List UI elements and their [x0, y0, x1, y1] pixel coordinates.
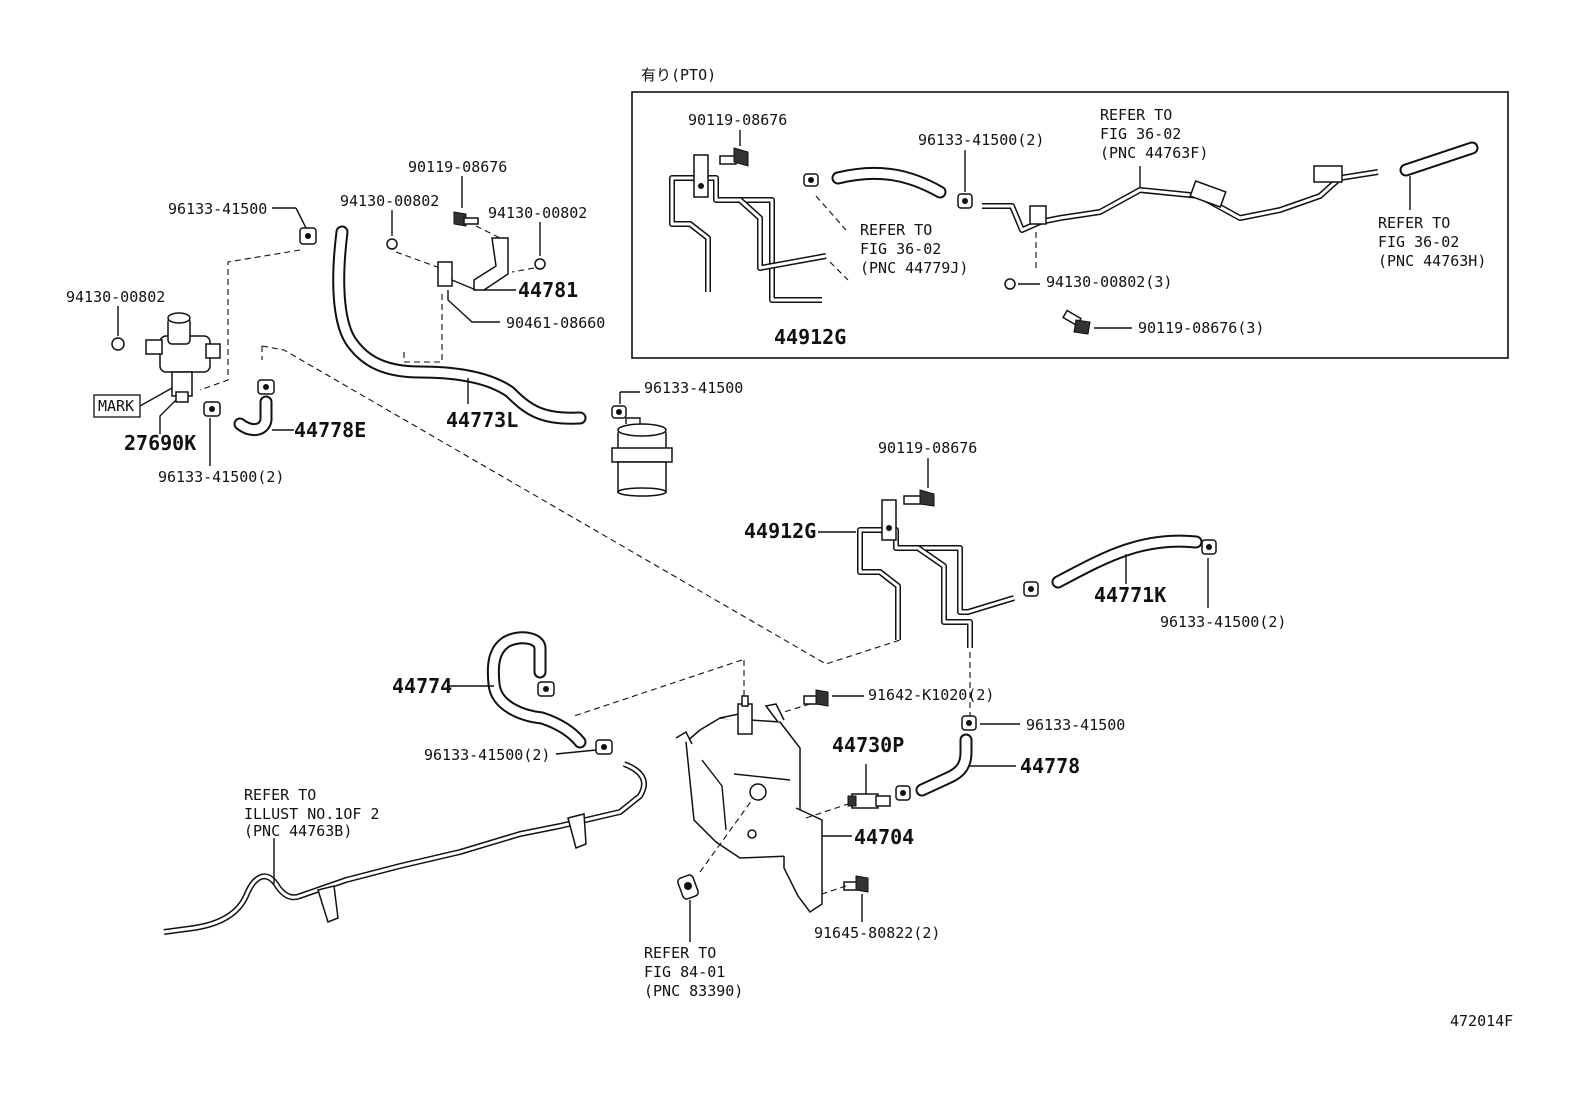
clamp-icon: [961, 715, 977, 731]
pto-box-frame: [631, 91, 1509, 359]
bracket-44781: [437, 237, 509, 291]
pto-refer-j-1: REFER TO: [860, 221, 932, 239]
clamp-icon: [895, 785, 911, 801]
pto-label-96133-41500-2: 96133-41500(2): [918, 131, 1044, 149]
label-44778e: 44778E: [294, 418, 366, 442]
label-m-96133-41500-2b: 96133-41500(2): [424, 746, 550, 764]
label-m-44730p: 44730P: [832, 733, 904, 757]
diagram-id: 472014F: [1450, 1012, 1513, 1030]
refer-84-01-3: (PNC 83390): [644, 982, 743, 1000]
pipe-44763b: [163, 761, 647, 935]
label-44781: 44781: [518, 278, 578, 302]
pto-bolt-2-icon: [1062, 309, 1091, 335]
bolt-icon: [843, 875, 869, 893]
pto-label-44912g: 44912G: [774, 325, 846, 349]
upper-left-group: 96133-41500 94130-00802 MARK 27690K: [66, 158, 901, 665]
label-m-44774: 44774: [392, 674, 452, 698]
label-90461-08660: 90461-08660: [506, 314, 605, 332]
label-96133-41500-b: 96133-41500: [644, 379, 743, 397]
sensor-83390: [677, 874, 699, 900]
refer-illust-2: ILLUST NO.1OF 2: [244, 805, 379, 823]
label-96133-41500-a: 96133-41500: [168, 200, 267, 218]
middle-right-group: 90119-08676 44912G 44771K 96133-41500(2): [163, 439, 1286, 1000]
label-m-91645-80822-2: 91645-80822(2): [814, 924, 940, 942]
fuel-filter: [611, 405, 673, 497]
pto-refer-f-2: FIG 36-02: [1100, 125, 1181, 143]
label-mark: MARK: [98, 397, 134, 415]
pto-refer-j-3: (PNC 44779J): [860, 259, 968, 277]
pto-pipe-44912g: [669, 154, 827, 303]
pto-label-90119-08676: 90119-08676: [688, 111, 787, 129]
label-m-44778: 44778: [1020, 754, 1080, 778]
clamp-icon: [595, 739, 613, 755]
pto-label-94130-00802-3: 94130-00802(3): [1046, 273, 1172, 291]
pipe-bracket: [881, 499, 897, 541]
pto-clamp-icon: [803, 173, 819, 187]
canister-44704: [675, 695, 823, 914]
label-m-96133-41500-2: 96133-41500(2): [1160, 613, 1286, 631]
label-m-96133-41500: 96133-41500: [1026, 716, 1125, 734]
pto-refer-f-1: REFER TO: [1100, 106, 1172, 124]
pto-pipe-bracket: [1029, 205, 1047, 225]
label-27690k: 27690K: [124, 431, 196, 455]
bolt-icon: [903, 489, 935, 507]
clamp-icon: [257, 379, 275, 395]
bolt-icon: [803, 689, 829, 707]
clamp-icon: [1201, 539, 1217, 555]
refer-84-01-2: FIG 84-01: [644, 963, 725, 981]
check-valve-44730p: [847, 793, 891, 809]
washer-icon: [111, 337, 125, 351]
clamp-icon: [299, 227, 317, 245]
clamp-icon: [537, 681, 555, 697]
label-96133-41500-2a: 96133-41500(2): [158, 468, 284, 486]
refer-illust-1: REFER TO: [244, 786, 316, 804]
vsv-valve-27690k: [145, 312, 221, 403]
refer-illust-3: (PNC 44763B): [244, 822, 352, 840]
pto-refer-h-1: REFER TO: [1378, 214, 1450, 232]
pto-inset: 有り(PTO) 90119-08676 REFER TO FIG 36-02 (…: [631, 66, 1509, 359]
pto-bolt-icon: [719, 147, 749, 167]
pto-clamp-2-icon: [957, 193, 973, 209]
pto-box-title: 有り(PTO): [641, 66, 716, 84]
label-94130-00802-b: 94130-00802: [340, 192, 439, 210]
washer-icon: [386, 238, 398, 250]
label-90119-08676-a: 90119-08676: [408, 158, 507, 176]
label-m-44912g: 44912G: [744, 519, 816, 543]
label-m-90119-08676: 90119-08676: [878, 439, 977, 457]
label-44773l: 44773L: [446, 408, 518, 432]
bolt-icon: [453, 211, 479, 227]
refer-84-01-1: REFER TO: [644, 944, 716, 962]
label-94130-00802-c: 94130-00802: [488, 204, 587, 222]
label-m-91642-k1020-2: 91642-K1020(2): [868, 686, 994, 704]
pto-washer-icon: [1004, 278, 1016, 290]
pto-refer-j-2: FIG 36-02: [860, 240, 941, 258]
pto-refer-h-3: (PNC 44763H): [1378, 252, 1486, 270]
washer-icon: [534, 258, 546, 270]
label-94130-00802-a: 94130-00802: [66, 288, 165, 306]
clamp-icon: [1023, 581, 1039, 597]
label-m-44704: 44704: [854, 825, 914, 849]
pto-bracket: [693, 154, 709, 198]
label-m-44771k: 44771K: [1094, 583, 1166, 607]
pto-refer-f-3: (PNC 44763F): [1100, 144, 1208, 162]
clamp-icon: [203, 401, 221, 417]
pto-refer-h-2: FIG 36-02: [1378, 233, 1459, 251]
pto-label-90119-08676-3: 90119-08676(3): [1138, 319, 1264, 337]
